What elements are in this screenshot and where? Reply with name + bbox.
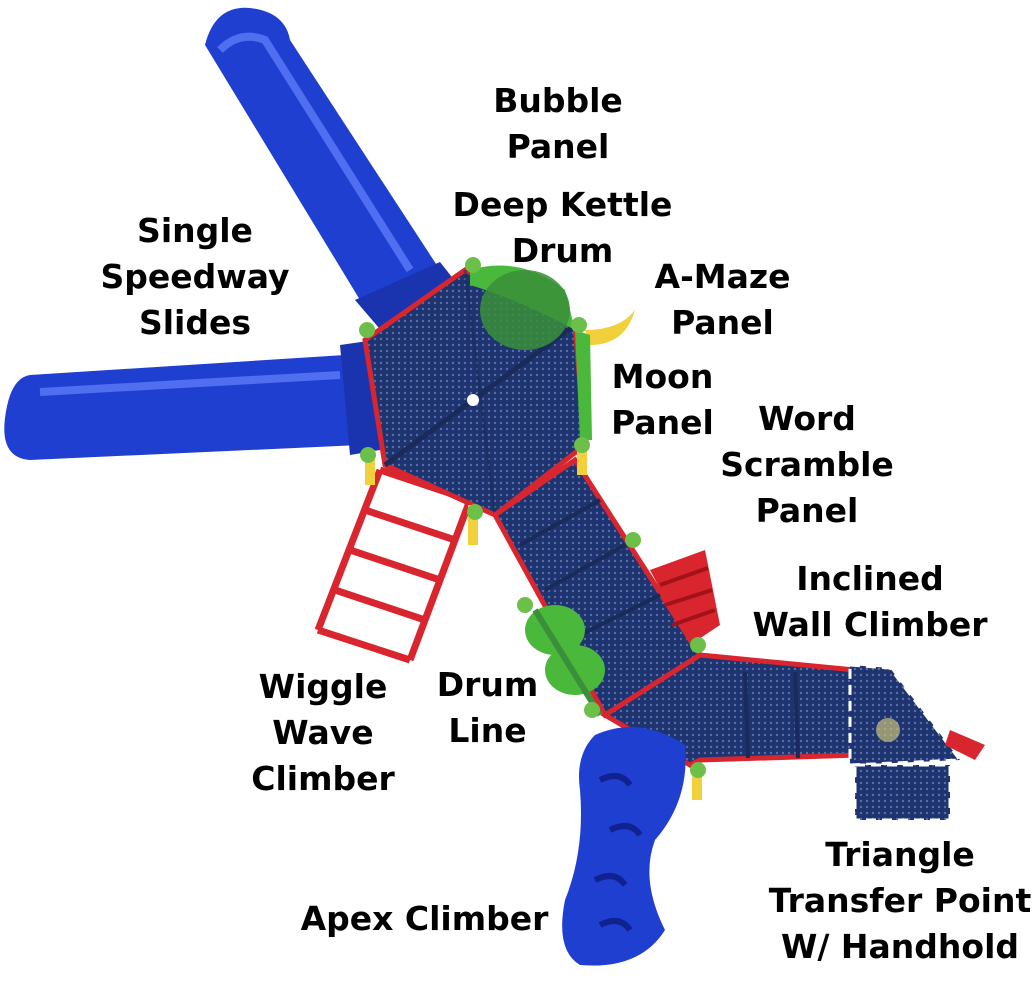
label-word-scramble-panel: Word Scramble Panel (720, 399, 894, 530)
label-apex-climber: Apex Climber (300, 899, 549, 938)
drum-line (525, 605, 605, 717)
label-a-maze-panel: A-Maze Panel (654, 257, 791, 342)
label-bubble-panel: Bubble Panel (493, 81, 623, 166)
bubble-panel-and-kettle-drum (470, 265, 575, 350)
label-inclined-wall-climber: Inclined Wall Climber (752, 559, 988, 644)
inclined-wall-climber (650, 550, 720, 645)
deck-posts (359, 257, 706, 800)
apex-climber (562, 727, 686, 966)
upper-speedway-slide (205, 7, 470, 335)
label-moon-panel: Moon Panel (611, 357, 714, 442)
label-deep-kettle-drum: Deep Kettle Drum (452, 185, 673, 270)
label-wiggle-wave-climber: Wiggle Wave Climber (251, 667, 395, 798)
label-drum-line: Drum Line (436, 665, 539, 750)
triangle-transfer-point (848, 663, 985, 822)
a-maze-panel (585, 310, 635, 345)
moon-panel (575, 330, 592, 440)
lower-speedway-slide (4, 340, 380, 460)
wiggle-wave-climber (314, 466, 474, 664)
label-triangle-transfer-point: Triangle Transfer Point W/ Handhold (768, 835, 1032, 966)
label-single-speedway-slides: Single Speedway Slides (100, 211, 290, 342)
